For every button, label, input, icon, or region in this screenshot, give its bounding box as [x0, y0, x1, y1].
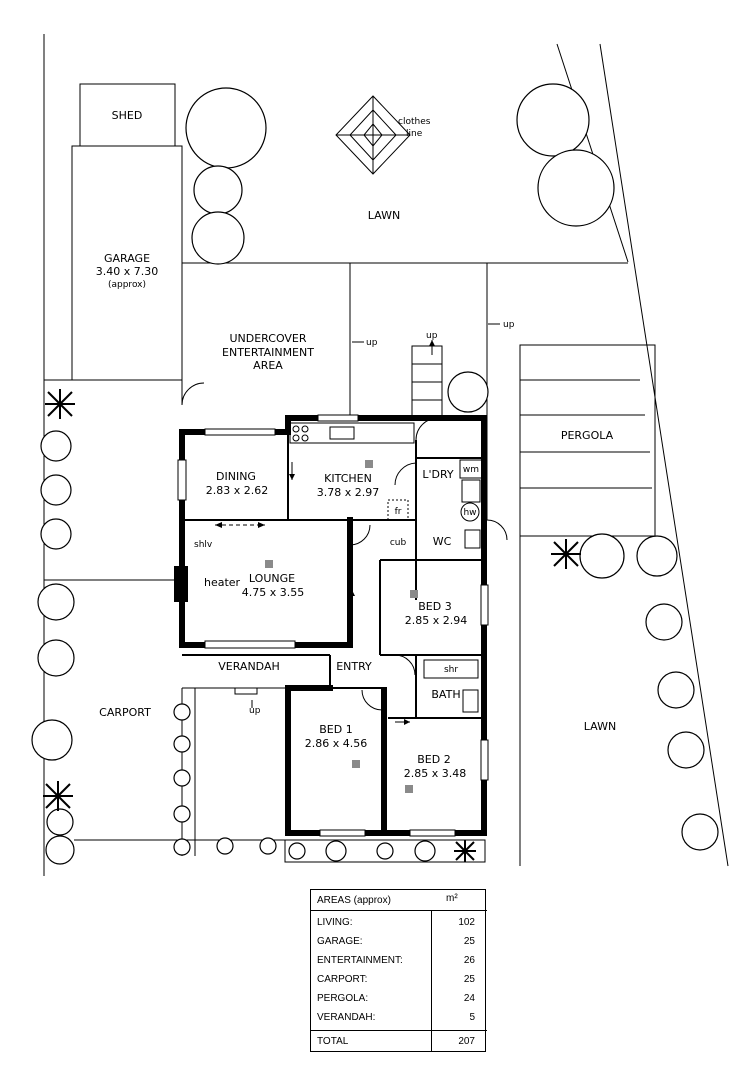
- ceiling-markers: [265, 460, 418, 793]
- label-ent-3: AREA: [253, 359, 283, 372]
- label-up-right: up: [503, 320, 515, 330]
- label-line: line: [406, 129, 423, 139]
- areas-unit: m²: [446, 893, 458, 904]
- kitchen-fittings: [289, 422, 483, 713]
- areas-row-value: 25: [463, 936, 475, 947]
- areas-row-name: ENTERTAINMENT:: [317, 955, 403, 966]
- areas-row-value: 102: [458, 917, 475, 928]
- label-verandah: VERANDAH: [218, 660, 280, 673]
- label-bed2-dim: 2.85 x 3.48: [404, 767, 467, 780]
- label-fr: fr: [395, 507, 402, 517]
- palms: [43, 389, 581, 862]
- label-kitchen-dim: 3.78 x 2.97: [317, 486, 380, 499]
- windows: [177, 414, 489, 837]
- label-lounge-dim: 4.75 x 3.55: [242, 586, 305, 599]
- label-carport: CARPORT: [99, 706, 151, 719]
- label-entry: ENTRY: [336, 660, 372, 673]
- trees: [31, 83, 719, 865]
- label-up-front: up: [249, 706, 261, 716]
- label-kitchen: KITCHEN: [324, 472, 372, 485]
- label-shlv: shlv: [194, 540, 213, 550]
- areas-divider: [431, 911, 432, 1052]
- label-shed: SHED: [112, 109, 143, 122]
- areas-row: GARAGE: 25: [311, 933, 487, 951]
- label-laundry: L'DRY: [422, 468, 454, 481]
- arrows: [215, 323, 500, 725]
- areas-row-value: 5: [469, 1012, 475, 1023]
- areas-row-value: 25: [463, 974, 475, 985]
- label-bath: BATH: [431, 688, 460, 701]
- label-dining-dim: 2.83 x 2.62: [206, 484, 269, 497]
- areas-row-value: 24: [463, 993, 475, 1004]
- areas-header: AREAS (approx) m²: [311, 889, 487, 911]
- areas-row-value: 26: [463, 955, 475, 966]
- areas-row: ENTERTAINMENT: 26: [311, 952, 487, 970]
- pergola: [519, 344, 656, 537]
- areas-row: PERGOLA: 24: [311, 990, 487, 1008]
- areas-total-row: TOTAL 207: [311, 1030, 487, 1053]
- label-bed1-dim: 2.86 x 4.56: [305, 737, 368, 750]
- door-swings: [181, 382, 508, 711]
- clothes-line: [335, 95, 411, 175]
- areas-row: VERANDAH: 5: [311, 1009, 487, 1027]
- label-bed3-dim: 2.85 x 2.94: [405, 614, 468, 627]
- label-heater: heater: [204, 576, 241, 589]
- areas-title: AREAS (approx): [317, 895, 391, 906]
- label-wc: WC: [433, 535, 452, 548]
- rear-steps: [411, 345, 443, 419]
- label-ent-1: UNDERCOVER: [229, 332, 306, 345]
- label-bed2: BED 2: [417, 753, 450, 766]
- areas-row-name: GARAGE:: [317, 936, 363, 947]
- label-up-steps: up: [426, 331, 438, 341]
- areas-total-label: TOTAL: [317, 1036, 349, 1047]
- areas-table: AREAS (approx) m² LIVING: 102 GARAGE: 25…: [310, 889, 487, 1053]
- label-cub: cub: [390, 538, 407, 548]
- label-lounge: LOUNGE: [249, 572, 295, 585]
- label-up-ent: up: [366, 338, 378, 348]
- areas-row: CARPORT: 25: [311, 971, 487, 989]
- garage: [71, 145, 183, 381]
- label-bed3: BED 3: [418, 600, 451, 613]
- label-garage-note: (approx): [108, 280, 146, 290]
- areas-row-name: VERANDAH:: [317, 1012, 376, 1023]
- label-garage-dim: 3.40 x 7.30: [96, 265, 159, 278]
- room-labels: SHED GARAGE 3.40 x 7.30 (approx) clothes…: [96, 109, 616, 780]
- areas-row-name: LIVING:: [317, 917, 353, 928]
- label-wm: wm: [463, 465, 479, 475]
- label-clothes: clothes: [398, 117, 431, 127]
- label-garage: GARAGE: [104, 252, 150, 265]
- heater-block: [174, 566, 188, 602]
- label-ent-2: ENTERTAINMENT: [222, 346, 314, 359]
- label-hw: hw: [463, 508, 476, 518]
- label-bed1: BED 1: [319, 723, 352, 736]
- label-lawn-right: LAWN: [584, 720, 616, 733]
- label-shr: shr: [444, 665, 458, 675]
- label-pergola: PERGOLA: [561, 429, 614, 442]
- areas-row-name: CARPORT:: [317, 974, 368, 985]
- label-lawn-top: LAWN: [368, 209, 400, 222]
- areas-row-name: PERGOLA:: [317, 993, 369, 1004]
- areas-row: LIVING: 102: [311, 914, 487, 932]
- label-dining: DINING: [216, 470, 256, 483]
- areas-total-value: 207: [458, 1036, 475, 1047]
